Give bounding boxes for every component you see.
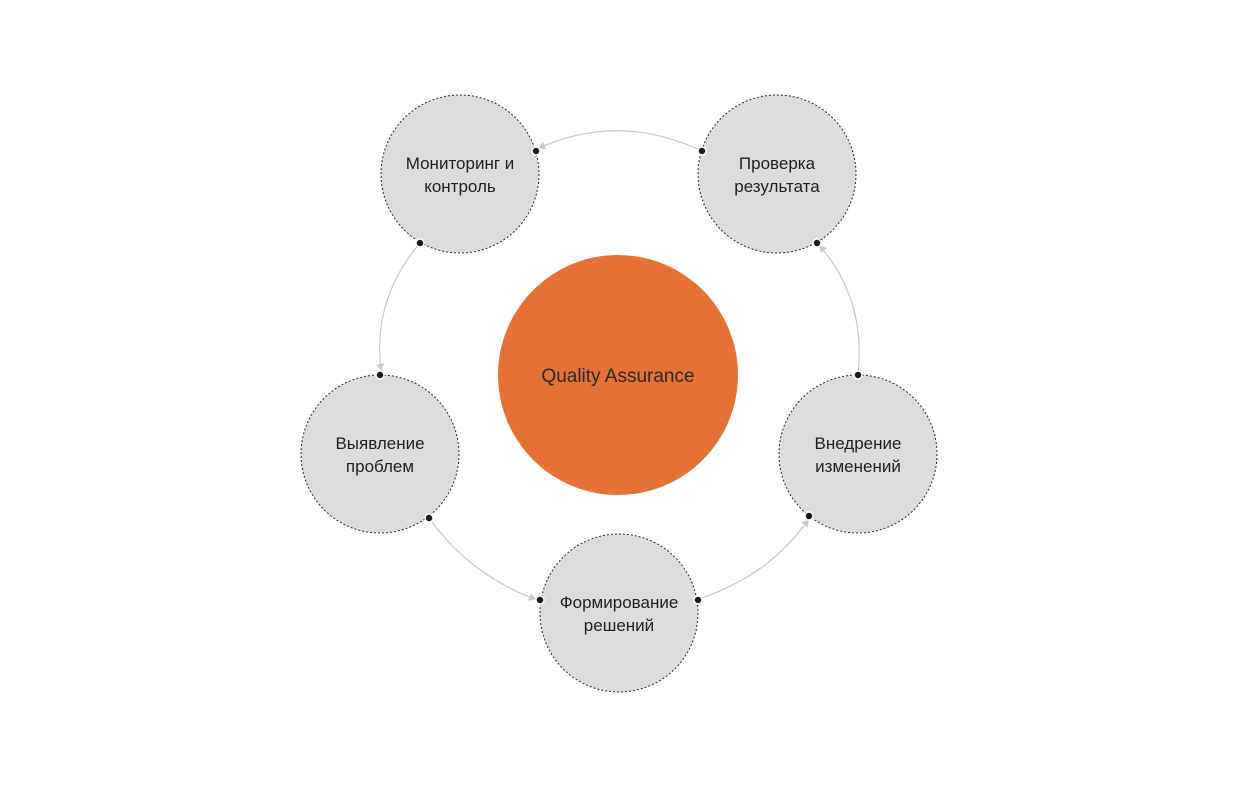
node-label-line-1: Формирование — [560, 593, 679, 612]
node-label-line-2: проблем — [346, 457, 414, 476]
node-label-line-1: Проверка — [739, 154, 816, 173]
connection-dot — [804, 511, 814, 521]
node-check: Проверка результата — [697, 94, 857, 254]
connector-implement-to-check — [819, 245, 860, 375]
connector-check-to-monitoring — [538, 130, 703, 152]
connection-dot — [697, 146, 707, 156]
node-label-line-1: Мониторинг и — [406, 154, 515, 173]
node-label-line-2: контроль — [424, 177, 496, 196]
node-label-line-1: Выявление — [335, 434, 424, 453]
connection-dot — [415, 238, 425, 248]
connection-dot — [812, 238, 822, 248]
node-circle — [300, 374, 460, 534]
connector-problems-to-solutions — [428, 517, 536, 601]
node-circle — [697, 94, 857, 254]
center-label: Quality Assurance — [541, 366, 694, 387]
center-node: Quality Assurance — [498, 255, 738, 495]
node-circle — [380, 94, 540, 254]
node-label-line-2: решений — [584, 616, 654, 635]
node-solutions: Формирование решений — [539, 533, 699, 693]
connection-dot — [531, 146, 541, 156]
node-label-line-2: изменений — [815, 457, 901, 476]
connection-dot — [424, 513, 434, 523]
connectors — [376, 130, 860, 601]
node-circle — [778, 374, 938, 534]
node-implement: Внедрение изменений — [778, 374, 938, 534]
node-label-line-2: результата — [734, 177, 820, 196]
connection-dot — [375, 370, 385, 380]
center-circle — [498, 255, 738, 495]
node-circle — [539, 533, 699, 693]
node-monitoring: Мониторинг и контроль — [380, 94, 540, 254]
connection-dot — [535, 595, 545, 605]
connection-dot — [853, 370, 863, 380]
connector-monitoring-to-problems — [376, 242, 421, 371]
node-label-line-1: Внедрение — [815, 434, 902, 453]
node-problems: Выявление проблем — [300, 374, 460, 534]
connection-dots — [375, 146, 863, 605]
connection-dot — [693, 595, 703, 605]
connector-solutions-to-implement — [698, 519, 809, 600]
